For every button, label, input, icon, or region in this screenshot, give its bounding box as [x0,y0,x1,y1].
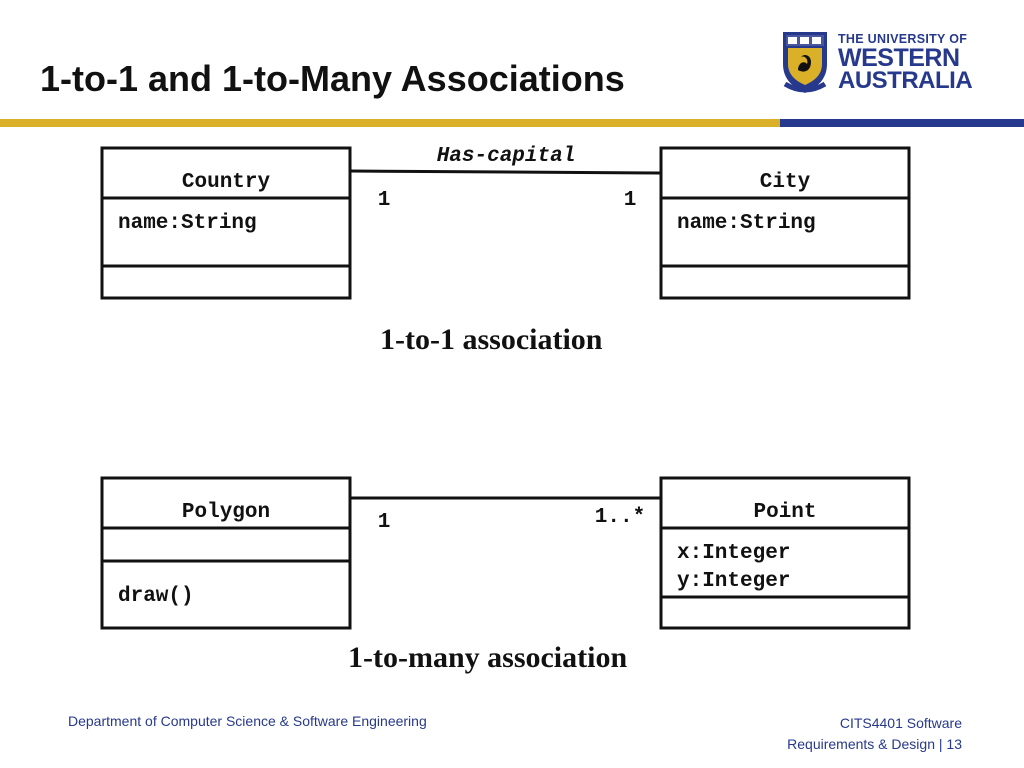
class-name-polygon: Polygon [182,501,270,524]
footer-course: CITS4401 Software Requirements & Design … [787,715,962,752]
university-logo: THE UNIVERSITY OF WESTERN AUSTRALIA [780,30,980,100]
class-box-city: City name:String [659,146,911,300]
header-blue-bar [780,119,1024,127]
slide-title: 1-to-1 and 1-to-Many Associations [40,58,625,99]
class-box-point: Point x:Integer y:Integer [659,476,911,630]
multiplicity-right-2: 1..* [595,506,645,529]
attribute-city-name: name:String [677,212,816,235]
page-number: 13 [946,736,962,752]
logo-line-1: THE UNIVERSITY OF [838,32,968,46]
caption-one-to-one: 1-to-1 association [380,323,603,356]
attribute-country-name: name:String [118,212,257,235]
footer-course-line-1: CITS4401 Software [839,715,962,731]
attribute-point-y: y:Integer [677,570,790,593]
class-box-country: Country name:String [100,146,352,300]
association-name: Has-capital [437,145,576,168]
multiplicity-right-1: 1 [624,189,637,212]
class-box-polygon: Polygon draw() [100,476,352,630]
crest-icon [783,32,827,93]
header-gold-bar [0,119,780,127]
attribute-point-x: x:Integer [677,542,790,565]
caption-one-to-many: 1-to-many association [348,641,628,674]
logo-line-2: WESTERN [838,43,960,72]
logo-line-3: AUSTRALIA [838,66,973,94]
operation-polygon-draw: draw() [118,585,194,608]
association-line-has-capital [349,169,662,175]
multiplicity-left-2: 1 [378,511,391,534]
class-name-country: Country [182,171,271,194]
class-name-city: City [760,171,811,194]
multiplicity-left-1: 1 [378,189,391,212]
footer-course-line-2: Requirements & Design [787,736,935,752]
footer-department: Department of Computer Science & Softwar… [68,713,427,729]
class-name-point: Point [753,501,816,524]
